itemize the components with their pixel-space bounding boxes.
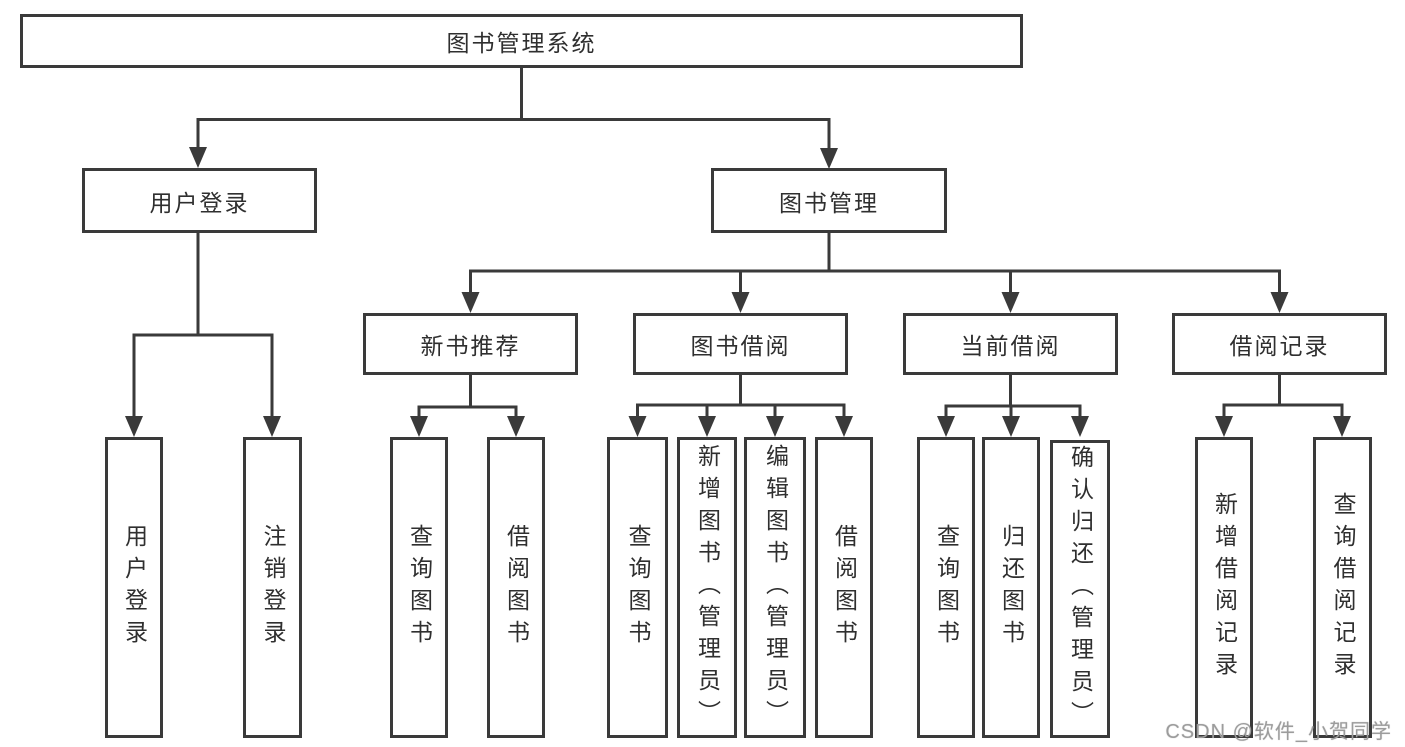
arrow-down-icon: [937, 416, 955, 437]
node-borrowing-records: 借阅记录: [1172, 313, 1387, 375]
connector-path: [636, 375, 846, 419]
arrow-down-icon: [125, 416, 143, 437]
connector-path: [417, 375, 518, 419]
leaf-query-books-recommend: 查询图书: [390, 437, 448, 738]
arrow-down-icon: [1270, 292, 1289, 313]
connector-path: [1222, 375, 1344, 419]
node-current-borrowing: 当前借阅: [903, 313, 1118, 375]
connector-lines: [132, 68, 1344, 419]
arrowheads: [125, 147, 1351, 437]
connector-path: [469, 233, 1281, 296]
connector-path: [196, 68, 831, 151]
leaf-add-book-admin: 新增图书（管理员）: [677, 437, 737, 738]
node-root: 图书管理系统: [20, 14, 1023, 68]
arrow-down-icon: [731, 292, 750, 313]
leaf-user-login: 用户登录: [105, 437, 163, 738]
arrow-down-icon: [835, 416, 853, 437]
arrow-down-icon: [461, 292, 480, 313]
arrow-down-icon: [698, 416, 716, 437]
leaf-add-borrow-record: 新增借阅记录: [1195, 437, 1253, 738]
node-user-login-module: 用户登录: [82, 168, 317, 233]
node-book-borrowing: 图书借阅: [633, 313, 848, 375]
leaf-edit-book-admin: 编辑图书（管理员）: [744, 437, 806, 738]
arrow-down-icon: [1002, 416, 1020, 437]
connector-path: [132, 233, 274, 419]
node-book-management: 图书管理: [711, 168, 947, 233]
arrow-down-icon: [628, 416, 647, 437]
node-new-book-recommend: 新书推荐: [363, 313, 578, 375]
arrow-down-icon: [1001, 292, 1020, 313]
leaf-logout: 注销登录: [243, 437, 302, 738]
leaf-query-books-current: 查询图书: [917, 437, 975, 738]
arrow-down-icon: [1071, 416, 1089, 437]
arrow-down-icon: [820, 148, 838, 169]
leaf-confirm-return-admin: 确认归还（管理员）: [1050, 440, 1110, 738]
arrow-down-icon: [1333, 416, 1351, 437]
arrow-down-icon: [1215, 416, 1233, 437]
leaf-borrow-books-recommend: 借阅图书: [487, 437, 545, 738]
arrow-down-icon: [507, 416, 525, 437]
connector-path: [944, 375, 1082, 419]
leaf-return-book: 归还图书: [982, 437, 1040, 738]
csdn-watermark: CSDN @软件_小贺同学: [1165, 721, 1392, 743]
arrow-down-icon: [189, 147, 207, 168]
leaf-borrow-books: 借阅图书: [815, 437, 873, 738]
arrow-down-icon: [410, 416, 428, 437]
arrow-down-icon: [263, 416, 281, 437]
leaf-query-borrow-record: 查询借阅记录: [1313, 437, 1372, 738]
leaf-query-books-borrowing: 查询图书: [607, 437, 668, 738]
arrow-down-icon: [766, 416, 784, 437]
